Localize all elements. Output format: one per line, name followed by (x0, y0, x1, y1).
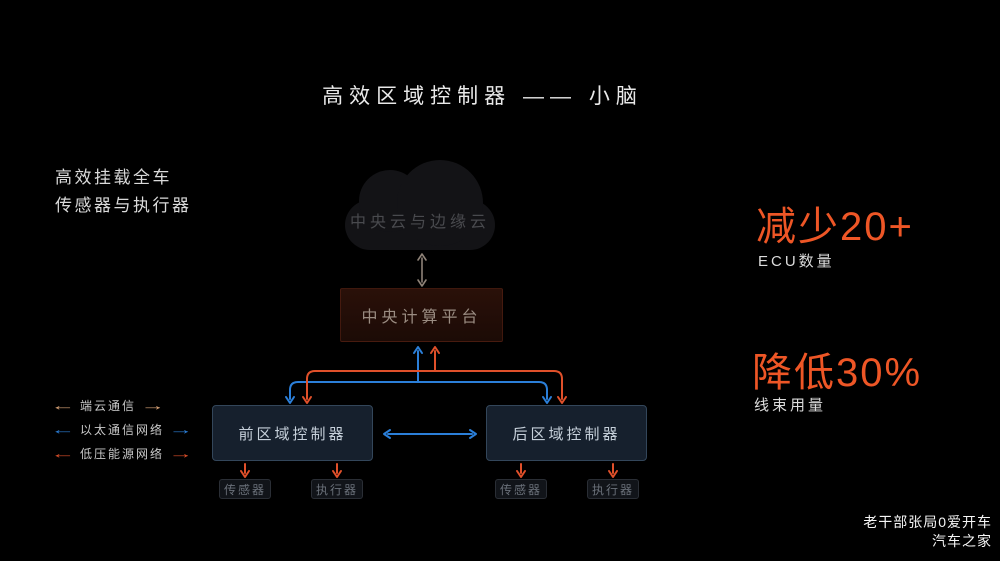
left-arrow-icon: ← (50, 397, 76, 413)
right-arrow-icon: → (168, 421, 194, 437)
right-arrow-icon: → (168, 445, 194, 461)
stat-harness-reduction-value: 降低30% (752, 351, 923, 395)
platform-label: 中央计算平台 (361, 309, 482, 326)
front-sensor-chip: 传感器 (219, 479, 271, 499)
legend: ← 端云通信 → ← 以太通信网络 → ← 低压能源网络 → (51, 397, 194, 469)
central-computing-platform-box: 中央计算平台 (340, 288, 503, 342)
left-arrow-icon: ← (50, 445, 76, 461)
ethernet-bracket-arrows (285, 346, 552, 404)
legend-item-low-voltage-power: ← 低压能源网络 → (51, 445, 194, 461)
right-arrow-icon: → (140, 397, 166, 413)
watermark: 老干部张局0爱开车 汽车之家 (863, 513, 992, 551)
legend-label-ethernet: 以太通信网络 (80, 422, 165, 437)
rear-zone-controller-label: 后区域控制器 (512, 425, 621, 443)
rear-actuator-chip: 执行器 (587, 479, 639, 499)
front-actuator-label: 执行器 (315, 482, 358, 497)
rear-zone-controller-box: 后区域控制器 (486, 405, 647, 461)
left-arrow-icon: ← (50, 421, 76, 437)
legend-label-low-voltage-power: 低压能源网络 (80, 446, 165, 461)
page-title: 高效区域控制器 —— 小脑 (322, 85, 643, 108)
sensor-actuator-arrows (240, 463, 618, 478)
front-zone-controller-box: 前区域控制器 (212, 405, 373, 461)
watermark-line2: 汽车之家 (932, 533, 992, 549)
power-bracket-arrows (302, 346, 567, 404)
legend-item-ethernet: ← 以太通信网络 → (51, 421, 194, 437)
left-note-line1: 高效挂载全车 (55, 168, 172, 187)
legend-item-cloud-comm: ← 端云通信 → (51, 397, 189, 413)
left-note-line2: 传感器与执行器 (55, 196, 192, 215)
left-note: 高效挂载全车 传感器与执行器 (55, 164, 192, 220)
rear-actuator-label: 执行器 (591, 482, 634, 497)
controllers-link-arrow (383, 429, 477, 439)
stat-harness-reduction-caption: 线束用量 (754, 397, 827, 414)
cloud-icon: 中央云与边缘云 (345, 160, 495, 250)
watermark-line1: 老干部张局0爱开车 (863, 514, 992, 530)
stat-ecu-reduction-caption: ECU数量 (758, 253, 835, 270)
legend-label-cloud-comm: 端云通信 (80, 398, 137, 413)
cloud-label: 中央云与边缘云 (349, 214, 490, 231)
front-zone-controller-label: 前区域控制器 (238, 425, 347, 443)
front-actuator-chip: 执行器 (311, 479, 363, 499)
cloud-platform-link-arrow (417, 253, 427, 287)
rear-sensor-chip: 传感器 (495, 479, 547, 499)
front-sensor-label: 传感器 (223, 482, 266, 497)
rear-sensor-label: 传感器 (499, 482, 542, 497)
stat-ecu-reduction-value: 减少20+ (756, 205, 914, 249)
